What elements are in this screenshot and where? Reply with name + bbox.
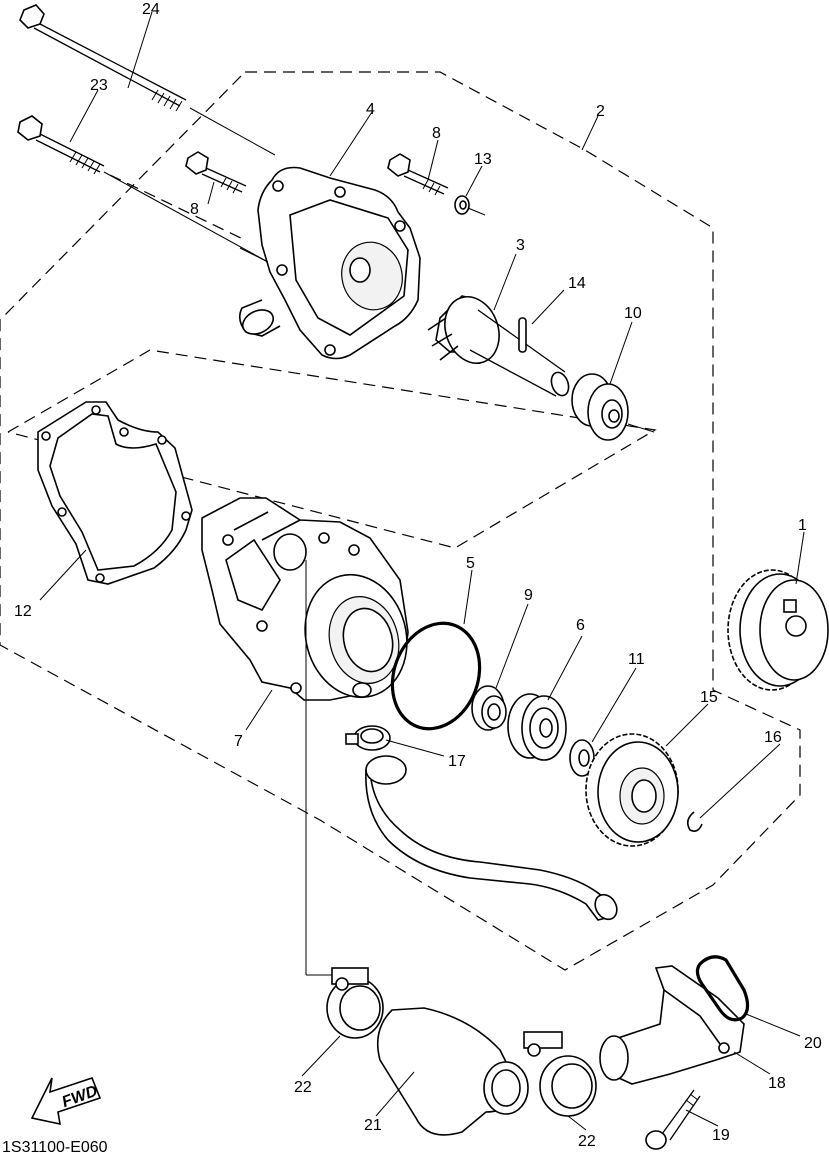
label-8-right: 8 — [432, 125, 441, 142]
bearing-part-9 — [471, 685, 507, 731]
gasket-part — [37, 401, 193, 585]
bolt-part-8-left — [185, 151, 247, 194]
gasket-plane-outline — [7, 174, 657, 549]
label-11: 11 — [628, 651, 645, 668]
label-15: 15 — [700, 689, 718, 706]
hose-clamp-part-22-right — [523, 1031, 597, 1117]
oil-seal-part — [571, 373, 655, 441]
label-8-left: 8 — [190, 201, 199, 218]
drawing-code: 1S31100-E060 — [2, 1139, 108, 1155]
label-4: 4 — [366, 101, 375, 118]
label-20: 20 — [804, 1035, 822, 1052]
label-19: 19 — [712, 1127, 730, 1144]
clamp-part-17 — [345, 725, 391, 751]
long-bolt-part — [19, 4, 276, 156]
bearing-part-6 — [507, 693, 567, 761]
label-5: 5 — [466, 555, 475, 572]
label-14: 14 — [568, 275, 586, 292]
bolt-part-23 — [17, 115, 269, 263]
label-22-left: 22 — [294, 1079, 312, 1096]
label-21: 21 — [364, 1117, 382, 1134]
label-18: 18 — [768, 1075, 786, 1092]
pump-cover-part — [238, 166, 421, 360]
assembly-boundary-outline — [0, 71, 801, 971]
label-22-right: 22 — [578, 1133, 596, 1150]
pin-part — [518, 317, 527, 353]
o-ring-part — [390, 621, 482, 731]
label-9: 9 — [524, 587, 533, 604]
impeller-shaft-part — [427, 295, 570, 397]
o-ring-part-20 — [695, 955, 750, 1022]
hose-clamp-part-22-left — [326, 967, 384, 1039]
label-10: 10 — [624, 305, 642, 322]
radiator-hose-part — [376, 1007, 529, 1136]
bolt-part-8-right — [387, 153, 449, 196]
label-3: 3 — [516, 237, 525, 254]
bolt-part-19 — [645, 1089, 701, 1150]
label-24: 24 — [142, 1, 160, 18]
washer-part-13 — [454, 195, 470, 215]
leader-lines — [39, 11, 805, 1131]
label-17: 17 — [448, 753, 466, 770]
label-12: 12 — [14, 603, 32, 620]
label-16: 16 — [764, 729, 782, 746]
label-6: 6 — [576, 617, 585, 634]
pump-housing-part — [201, 497, 409, 976]
drive-gear-part-15 — [585, 733, 679, 847]
water-pipe-part — [599, 965, 745, 1085]
label-13: 13 — [474, 151, 492, 168]
circlip-part-16 — [686, 811, 703, 832]
label-23: 23 — [90, 77, 108, 94]
label-2: 2 — [596, 103, 605, 120]
forward-direction-arrow: FWD — [30, 1077, 102, 1126]
gear-part-1 — [727, 569, 829, 691]
label-1: 1 — [798, 517, 807, 534]
label-7: 7 — [234, 733, 243, 750]
part-labels: 24 23 4 2 8 13 8 3 14 10 1 5 9 6 12 11 1… — [14, 1, 822, 1150]
hose-part — [365, 755, 618, 921]
